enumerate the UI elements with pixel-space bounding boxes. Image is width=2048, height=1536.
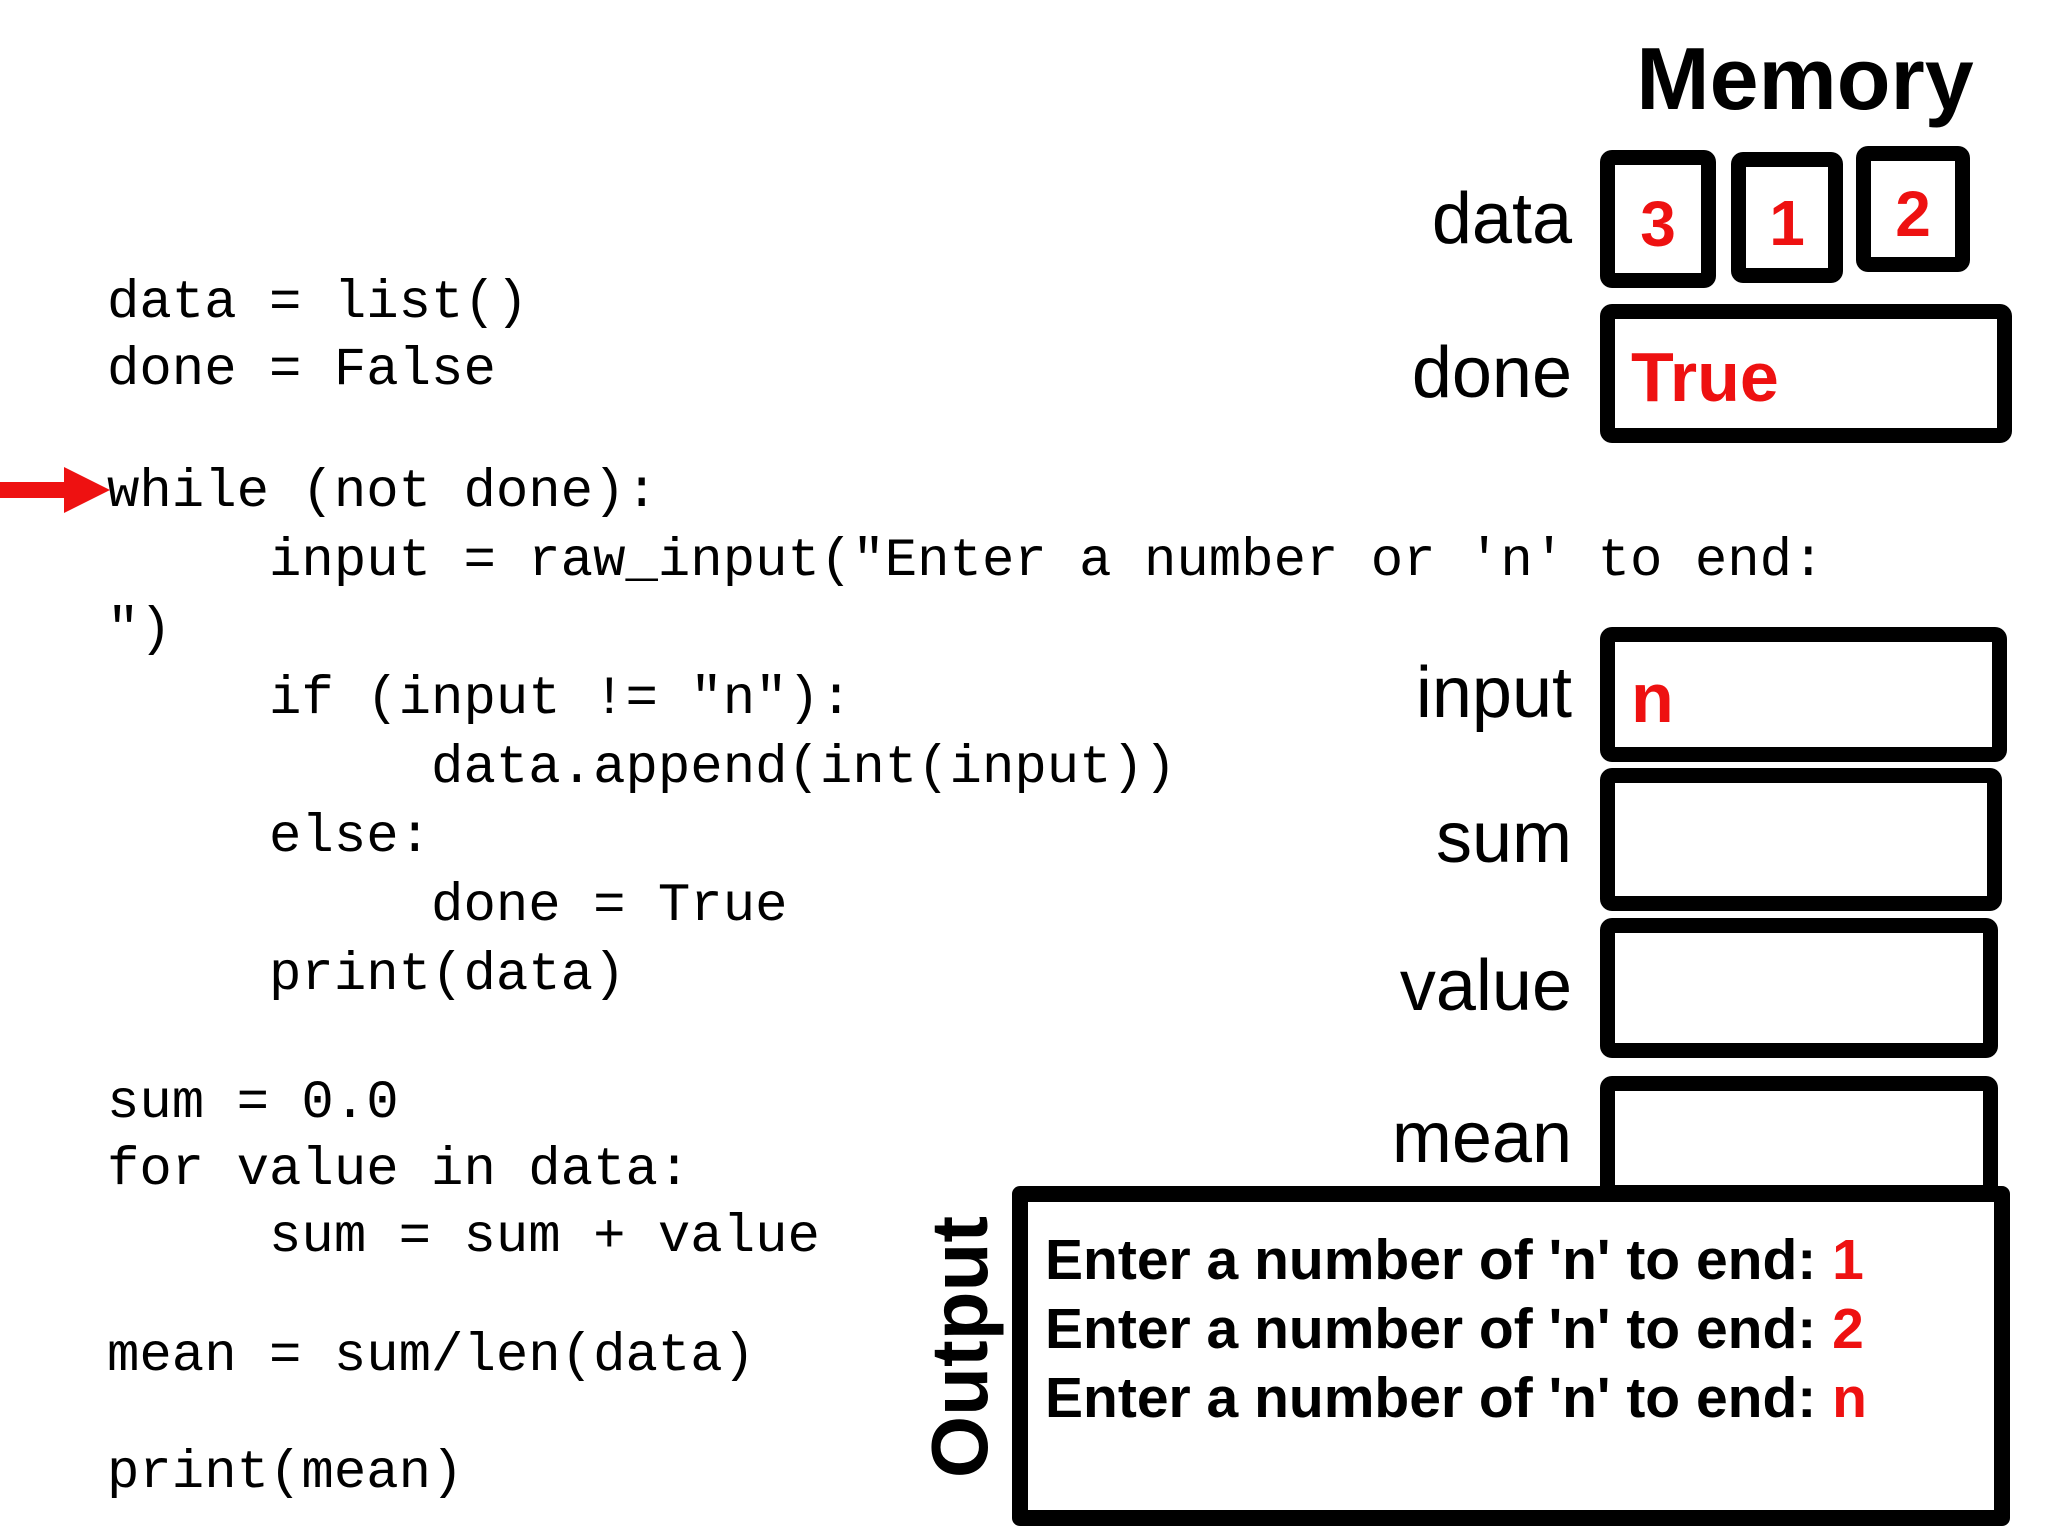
output-line-prefix: Enter a number of 'n' to end: xyxy=(1045,1366,1833,1430)
output-line-value: 2 xyxy=(1832,1297,1864,1361)
memory-label-mean: mean xyxy=(1391,1098,1572,1178)
output-line-value: 1 xyxy=(1832,1228,1864,1292)
memory-box-value xyxy=(1600,918,1998,1058)
code-sum-loop: sum = 0.0 for value in data: sum = sum +… xyxy=(107,1073,820,1268)
memory-box-sum xyxy=(1600,768,2002,911)
memory-box-data-0: 3 xyxy=(1600,150,1716,288)
code-print-mean: print(mean) xyxy=(107,1443,464,1504)
output-panel-label: Output xyxy=(915,1215,1004,1479)
output-line: Enter a number of 'n' to end: 2 xyxy=(1045,1295,1995,1364)
code-while-loop: while (not done): input = raw_input("Ent… xyxy=(107,462,1825,1006)
memory-box-done: True xyxy=(1600,304,2012,443)
output-line-value: n xyxy=(1832,1366,1867,1430)
memory-label-data: data xyxy=(1431,179,1572,259)
output-line-prefix: Enter a number of 'n' to end: xyxy=(1045,1228,1833,1292)
memory-value-data-2: 2 xyxy=(1895,178,1931,250)
output-line: Enter a number of 'n' to end: 1 xyxy=(1045,1226,1995,1295)
memory-value-data-1: 1 xyxy=(1769,186,1805,259)
arrow-shaft xyxy=(0,482,66,498)
memory-label-value: value xyxy=(1399,946,1572,1026)
memory-value-sum xyxy=(1615,837,1631,843)
output-lines: Enter a number of 'n' to end: 1 Enter a … xyxy=(1045,1226,1995,1433)
memory-label-sum: sum xyxy=(1435,798,1572,878)
memory-value-input: n xyxy=(1631,658,1674,737)
memory-value-done: True xyxy=(1631,337,1779,416)
memory-box-input: n xyxy=(1600,627,2007,762)
memory-value-value xyxy=(1615,985,1631,991)
memory-box-data-1: 1 xyxy=(1731,152,1843,283)
output-panel xyxy=(1012,1186,2010,1526)
memory-box-data-2: 2 xyxy=(1856,146,1970,272)
output-line: Enter a number of 'n' to end: n xyxy=(1045,1364,1995,1433)
memory-title: Memory xyxy=(1636,29,1974,128)
memory-value-data-0: 3 xyxy=(1640,188,1676,260)
memory-box-mean xyxy=(1600,1076,1998,1200)
code-mean-calc: mean = sum/len(data) xyxy=(107,1326,756,1387)
memory-label-done: done xyxy=(1411,333,1572,413)
memory-value-mean xyxy=(1615,1135,1631,1141)
memory-label-input: input xyxy=(1415,653,1572,733)
output-line-prefix: Enter a number of 'n' to end: xyxy=(1045,1297,1833,1361)
arrow-head-icon xyxy=(64,467,110,513)
code-setup: data = list() done = False xyxy=(107,273,529,401)
